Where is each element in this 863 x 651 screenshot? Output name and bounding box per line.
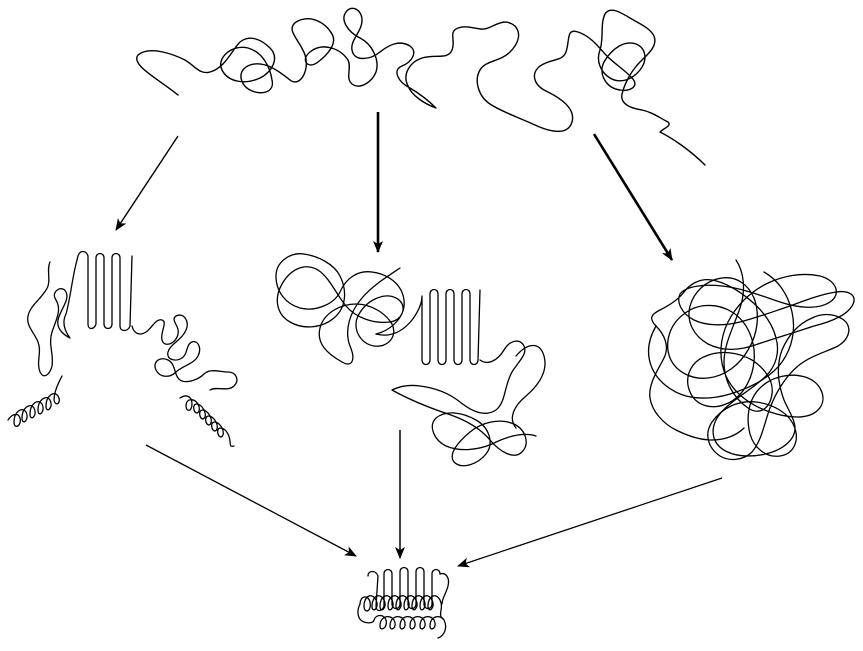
arrow-unfolded-to-right	[592, 133, 674, 261]
arrow-unfolded-to-left	[115, 135, 179, 231]
arrow-right-to-folded	[457, 477, 723, 568]
intermediate-right	[647, 259, 855, 461]
unfolded-chain	[135, 7, 706, 166]
intermediate-left	[7, 250, 238, 448]
arrow-left-to-folded	[145, 444, 357, 557]
folded-state	[357, 566, 450, 639]
intermediate-center	[275, 253, 546, 467]
